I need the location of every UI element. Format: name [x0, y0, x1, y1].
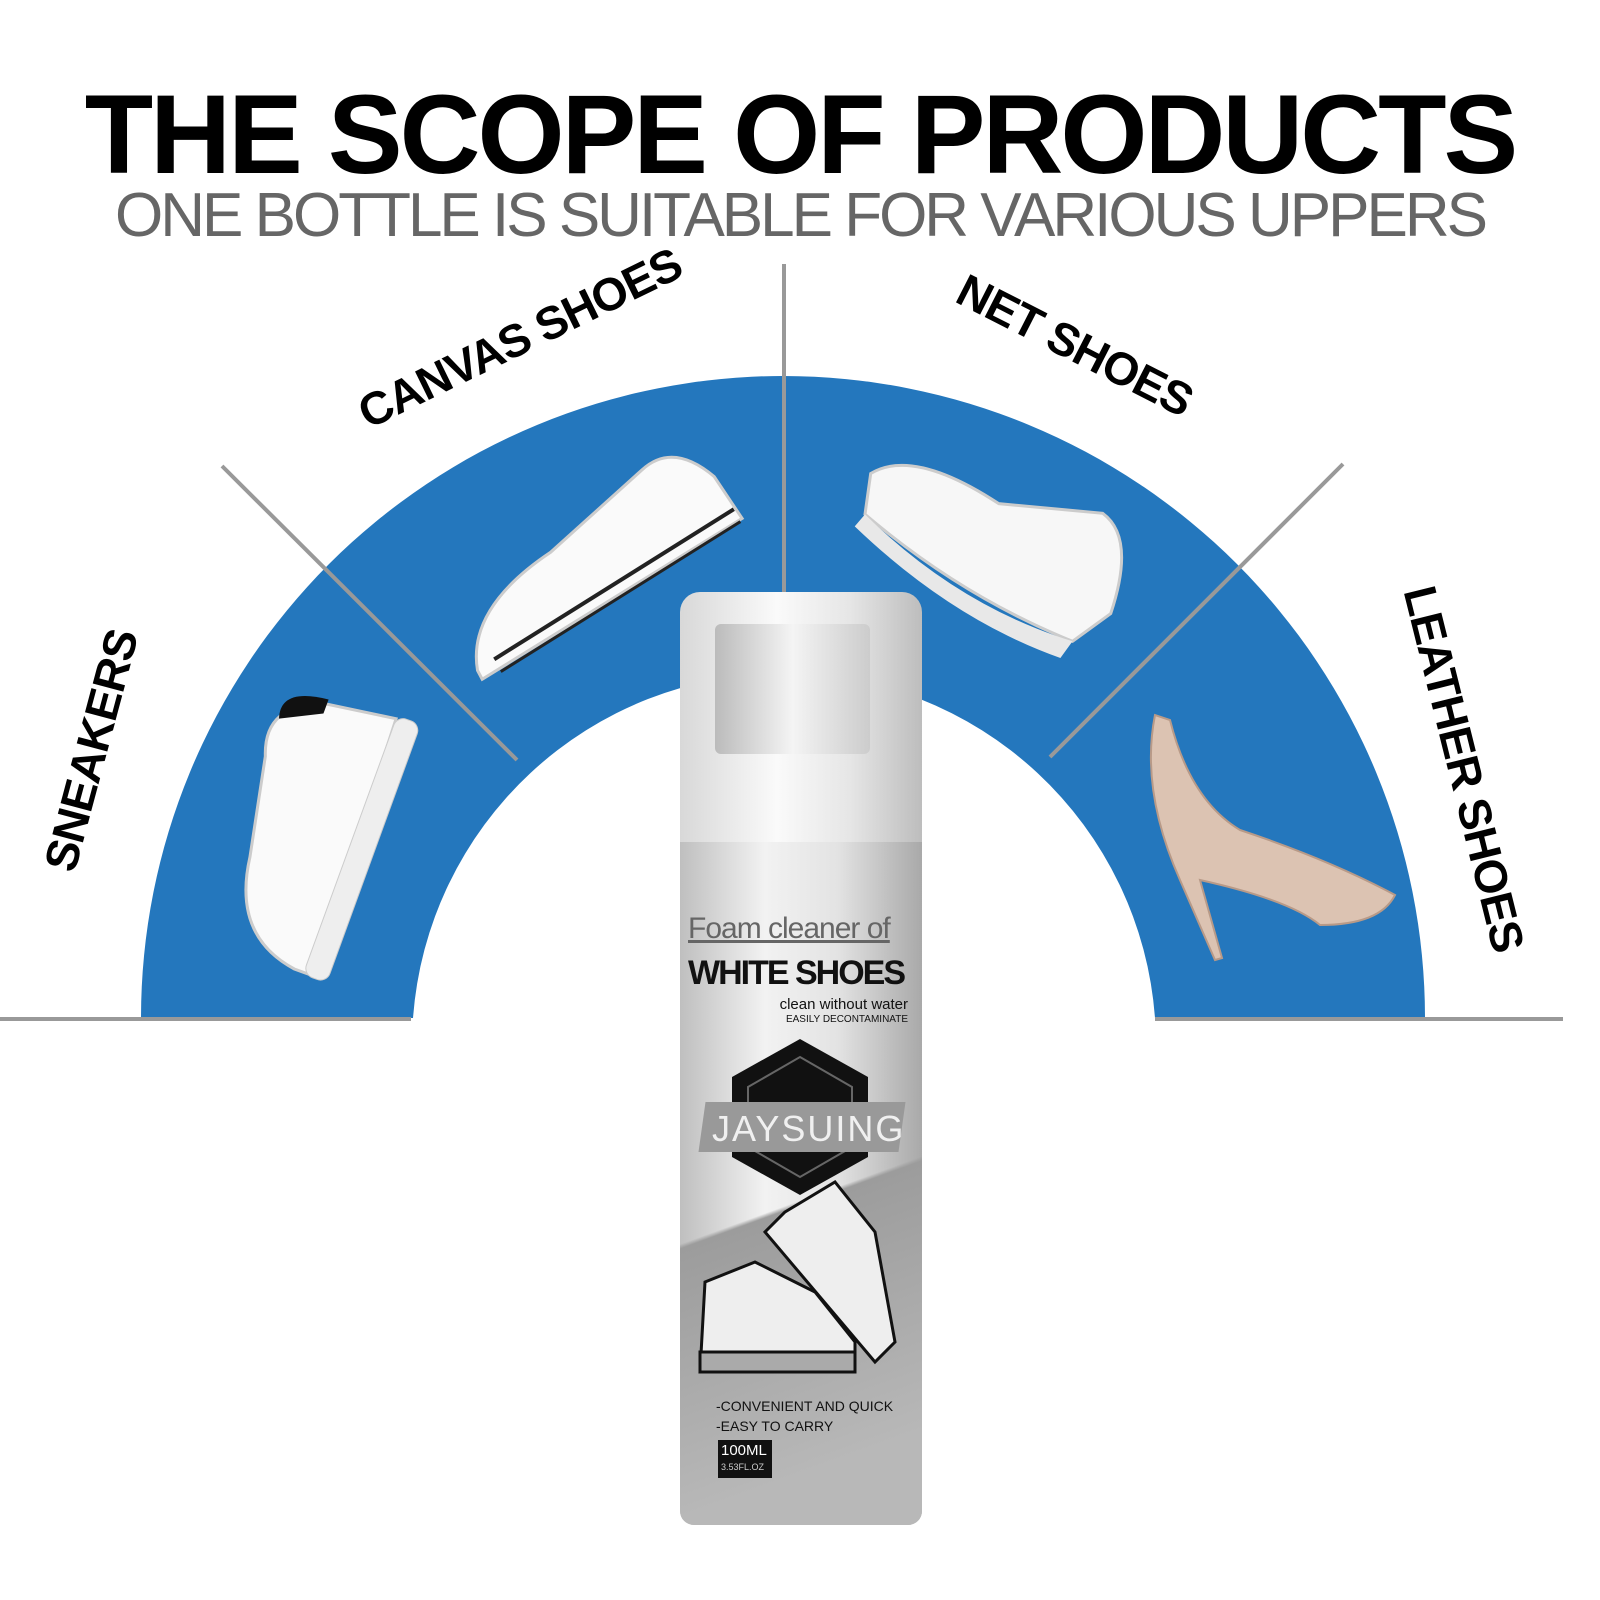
bottle-line4: EASILY DECONTAMINATE — [785, 1014, 908, 1025]
volume-ml: 100ML — [721, 1442, 767, 1459]
page-subtitle: ONE BOTTLE IS SUITABLE FOR VARIOUS UPPER… — [115, 181, 1488, 250]
pump-nozzle — [715, 624, 870, 754]
volume-badge: 100ML 3.53FL.OZ — [718, 1440, 772, 1478]
bottle-line2: WHITE SHOES — [688, 954, 906, 992]
sneakers-illustration-icon — [698, 1180, 897, 1374]
net-shoe-image — [854, 463, 1124, 658]
divider-left — [220, 464, 519, 762]
volume-oz: 3.53FL.OZ — [721, 1462, 765, 1472]
feature-2: -EASY TO CARRY — [716, 1418, 834, 1434]
brand-name: JAYSUING — [712, 1108, 906, 1149]
dividers — [0, 264, 1563, 1021]
bottle-line1: Foam cleaner of — [688, 912, 891, 945]
feature-1: -CONVENIENT AND QUICK — [716, 1398, 894, 1414]
foam-cleaner-bottle: Foam cleaner of WHITE SHOES clean withou… — [680, 592, 922, 1525]
sneaker-image — [244, 696, 419, 981]
high-heel-image — [1149, 713, 1397, 962]
divider-right — [1048, 462, 1345, 759]
canvas-shoe-image — [474, 455, 745, 682]
bottle-line3: clean without water — [779, 996, 908, 1013]
page-title: THE SCOPE OF PRODUCTS — [84, 72, 1518, 197]
